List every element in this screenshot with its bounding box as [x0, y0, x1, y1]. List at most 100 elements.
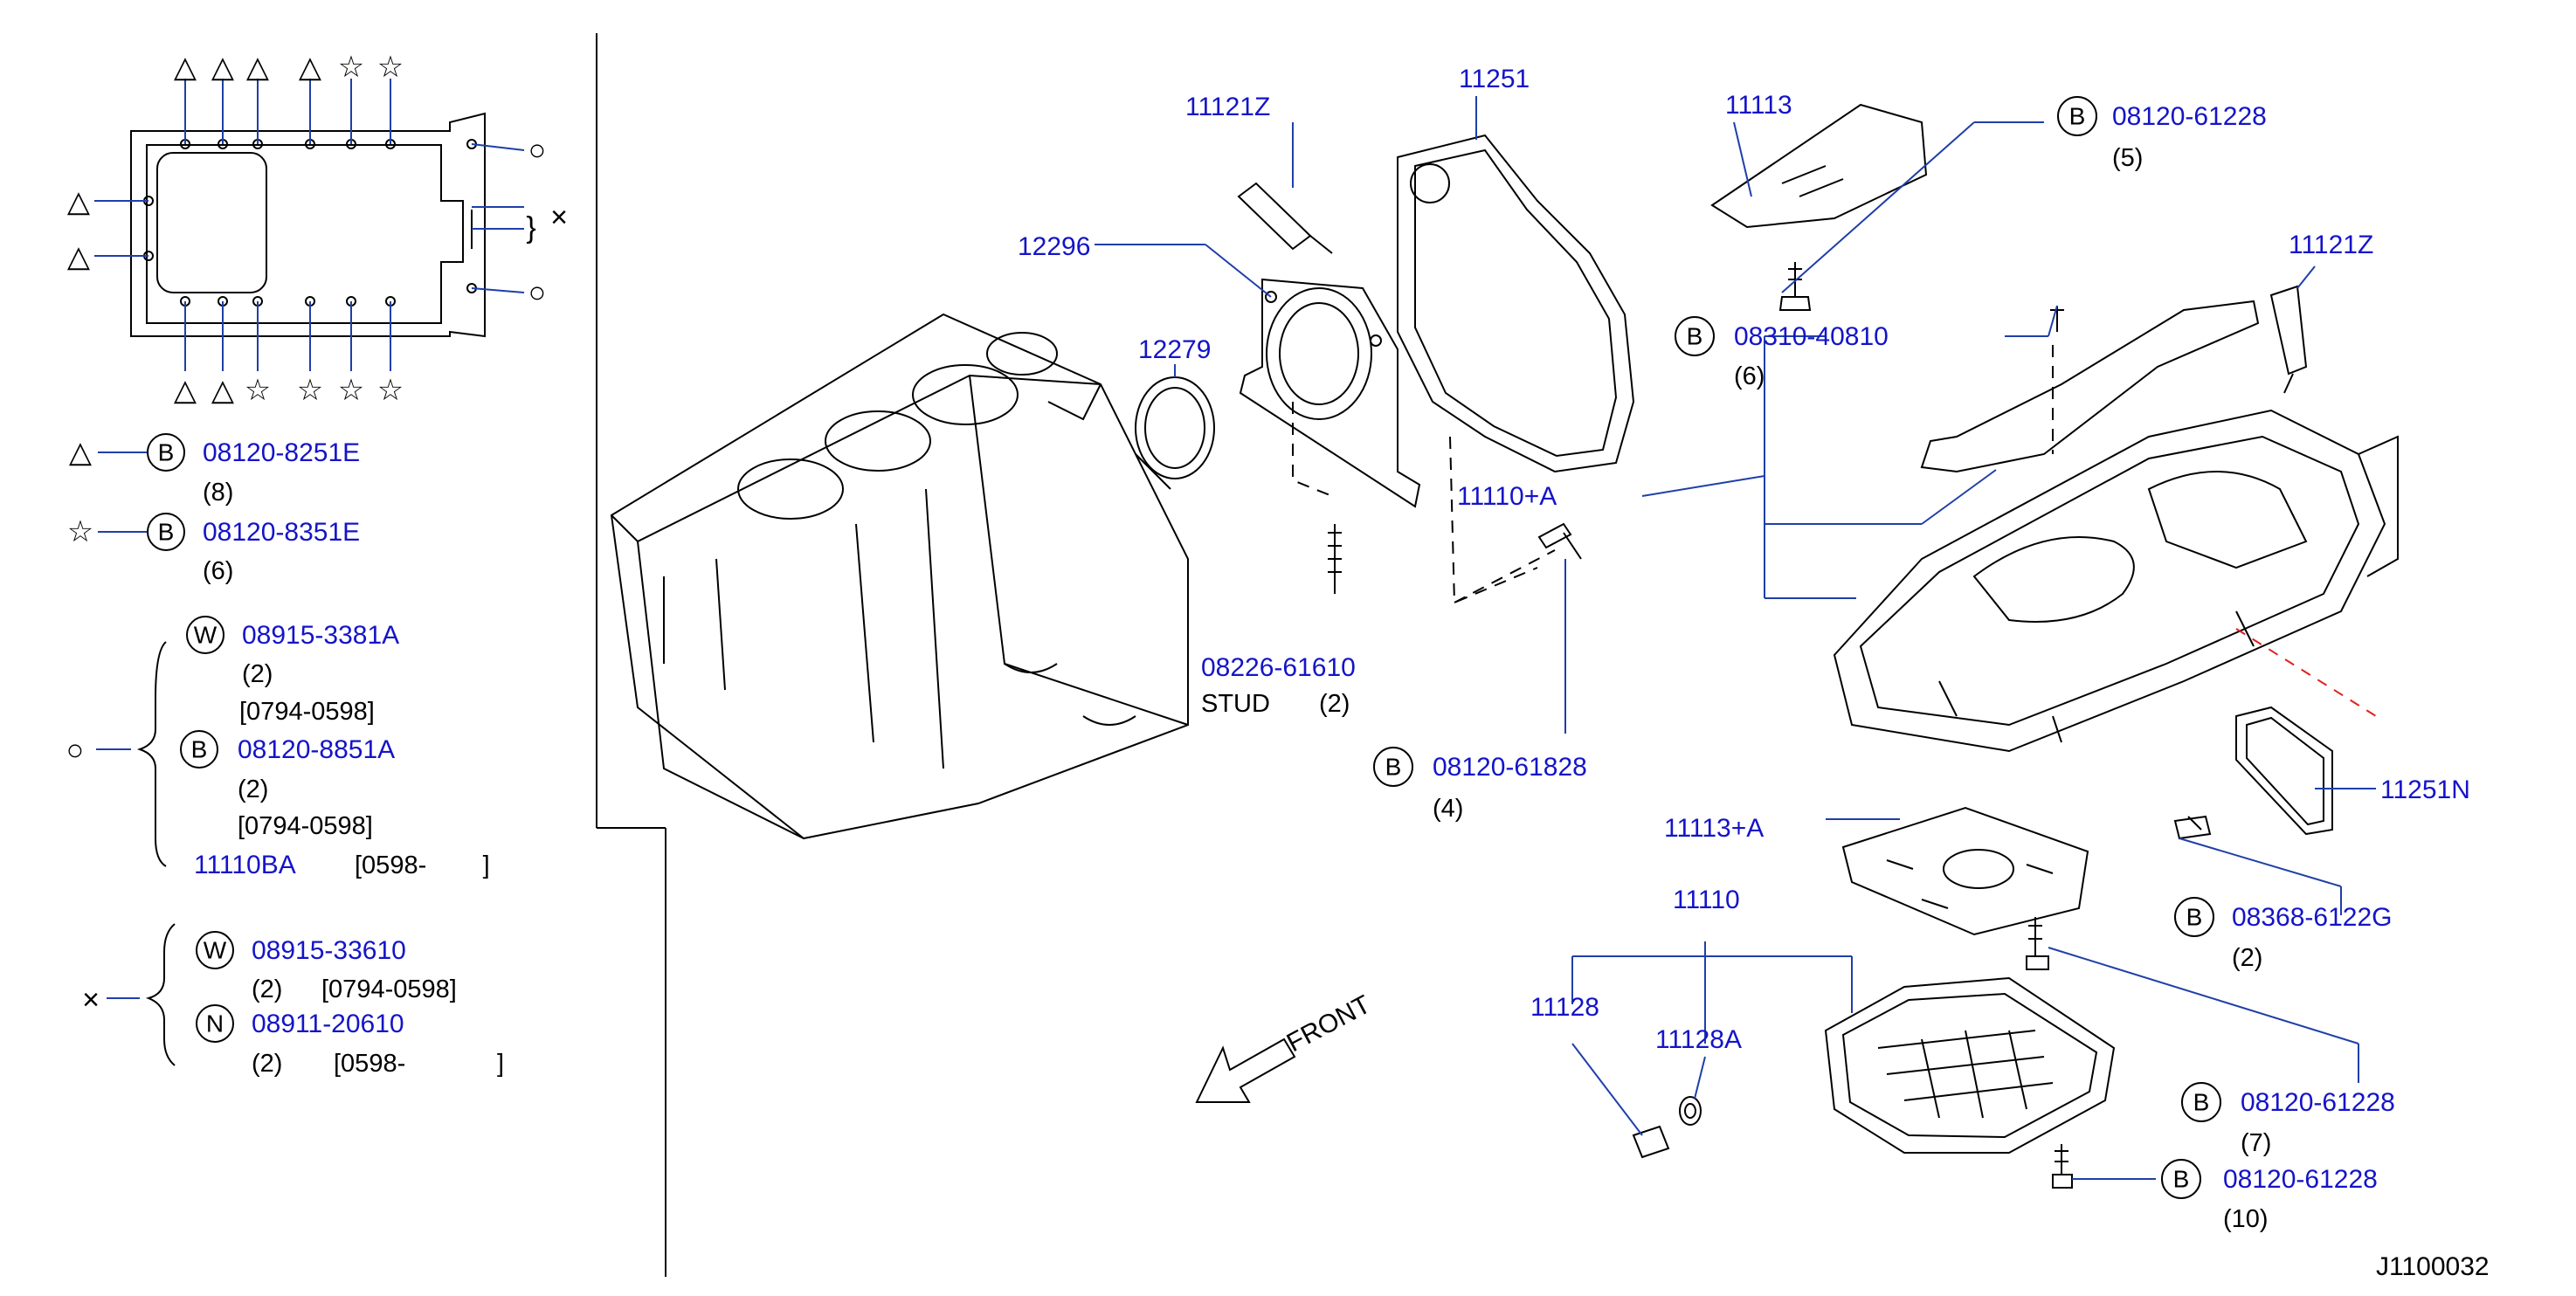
triangle-marker: △: [299, 51, 322, 84]
svg-text:B: B: [191, 736, 208, 763]
triangle-marker: △: [211, 51, 235, 84]
svg-text:W: W: [194, 622, 218, 649]
triangle-marker: △: [174, 51, 197, 84]
triangle-marker: △: [67, 185, 91, 218]
star-marker: ☆: [377, 374, 404, 407]
leader-lines: [1095, 96, 2376, 1180]
quantity-label: (6): [203, 557, 233, 585]
cross-marker: ×: [550, 201, 568, 234]
bolt-badge: B: [2174, 897, 2214, 937]
part-callout[interactable]: 08120-61228: [2223, 1165, 2378, 1194]
callout-labels: 11121Z 12296 12279 11251 11113 B 08120-6…: [1018, 65, 2470, 1233]
stiffener-bracket: [1920, 300, 2260, 473]
star-marker: ☆: [245, 374, 271, 407]
quantity-label: (8): [203, 479, 233, 507]
svg-text:B: B: [1385, 754, 1402, 781]
svg-text:B: B: [2069, 103, 2086, 130]
baffle-plate: [1710, 103, 1928, 311]
part-number-link[interactable]: 08120-8851A: [238, 735, 395, 764]
washer-badge: W: [186, 616, 224, 654]
quantity-label: (2): [252, 1050, 282, 1078]
front-label: FRONT: [1282, 990, 1376, 1058]
svg-text:B: B: [2173, 1166, 2190, 1193]
part-callout[interactable]: 08120-61828: [1433, 753, 1587, 782]
part-callout[interactable]: 11121Z: [1185, 93, 1270, 121]
quantity-label: (2): [252, 975, 282, 1003]
part-callout[interactable]: 11128A: [1655, 1025, 1742, 1054]
star-marker: ☆: [377, 51, 404, 84]
quantity-label: (4): [1433, 795, 1463, 823]
star-marker: ☆: [338, 374, 364, 407]
legend-circle-group: ○ W 08915-3381A (2) [0794-0598] B 08120-…: [66, 616, 490, 879]
rear-cover-gasket: [1397, 134, 1635, 604]
part-name-label: STUD: [1201, 690, 1270, 718]
svg-text:N: N: [206, 1010, 224, 1037]
rear-pan-gasket: [2173, 706, 2333, 840]
part-callout[interactable]: 11128: [1530, 993, 1599, 1022]
svg-text:B: B: [2193, 1089, 2210, 1116]
part-callout[interactable]: 08120-61228: [2112, 102, 2267, 131]
part-callout[interactable]: 08368-6122G: [2232, 903, 2393, 932]
quantity-label: (7): [2241, 1129, 2271, 1157]
engine-block-drawing: [610, 313, 1189, 840]
part-number-link[interactable]: 08915-33610: [252, 936, 406, 965]
front-direction-arrow: FRONT: [1195, 990, 1376, 1103]
bolt-badge: B: [2057, 96, 2097, 136]
date-range: [0598- ]: [334, 1050, 504, 1078]
part-callout[interactable]: 11251: [1459, 65, 1530, 93]
part-callout[interactable]: 11110+A: [1457, 482, 1557, 511]
part-callout[interactable]: 11110: [1673, 886, 1740, 914]
quantity-label: (6): [1734, 362, 1765, 390]
triangle-marker: △: [211, 374, 235, 407]
part-callout[interactable]: 08226-61610: [1201, 653, 1356, 682]
part-callout[interactable]: 12296: [1018, 232, 1090, 261]
triangle-marker: △: [69, 436, 93, 469]
date-range: [0794-0598]: [238, 812, 373, 840]
date-range: [0598- ]: [355, 851, 490, 879]
part-callout[interactable]: 08310-40810: [1734, 322, 1889, 351]
quantity-label: (5): [2112, 144, 2143, 172]
quantity-label: (2): [238, 776, 268, 803]
bolt-badge: B: [147, 513, 185, 551]
part-callout[interactable]: 11121Z: [2289, 231, 2373, 259]
bolt-badge: B: [180, 730, 218, 769]
part-callout[interactable]: 12279: [1138, 335, 1211, 364]
part-number-link[interactable]: 08120-8351E: [203, 518, 360, 547]
upper-oil-pan: [1833, 409, 2399, 753]
bolt-sketch: [1454, 522, 1582, 603]
star-marker: ☆: [297, 374, 323, 407]
circle-marker: ○: [66, 734, 85, 767]
quantity-label: (2): [242, 660, 273, 688]
circle-marker: ○: [528, 276, 547, 309]
part-number-link[interactable]: 08911-20610: [252, 1010, 404, 1038]
part-number-link[interactable]: 08120-8251E: [203, 438, 360, 467]
part-number-link[interactable]: 11110BA: [194, 851, 296, 879]
part-callout[interactable]: 11251N: [2380, 776, 2470, 804]
sealant-tube: [2269, 285, 2308, 394]
bolt-hole-markers: [143, 139, 477, 307]
legend-cross-group: × W 08915-33610 (2) [0794-0598] N 08911-…: [82, 923, 504, 1078]
part-callout[interactable]: 11113: [1725, 91, 1792, 120]
part-callout[interactable]: 08120-61228: [2241, 1088, 2395, 1117]
star-marker: ☆: [67, 515, 93, 548]
cross-marker: ×: [82, 983, 100, 1017]
triangle-marker: △: [67, 240, 91, 273]
legend-star-row: ☆ B 08120-8351E (6): [67, 513, 360, 585]
bolt-pattern-sketch: △ △ △ △ ☆ ☆ △ △ ☆ ☆ ☆ ☆ △ △ ○ ○ } ×: [67, 51, 568, 407]
star-marker: ☆: [338, 51, 364, 84]
part-callout[interactable]: 11113+A: [1664, 814, 1764, 843]
date-range: [0794-0598]: [321, 975, 457, 1003]
triangle-marker: △: [246, 51, 270, 84]
brace-marker: }: [526, 211, 535, 245]
svg-text:B: B: [158, 519, 175, 546]
svg-text:B: B: [1687, 323, 1703, 350]
triangle-marker: △: [174, 374, 197, 407]
lower-oil-pan: [1632, 976, 2116, 1189]
part-number-link[interactable]: 08915-3381A: [242, 621, 399, 650]
panel-dividers: [596, 33, 666, 1277]
svg-text:W: W: [204, 937, 227, 964]
bolt-badge: B: [147, 433, 185, 472]
quantity-label: (2): [1319, 690, 1350, 718]
lower-baffle-plate: [1841, 806, 2089, 970]
